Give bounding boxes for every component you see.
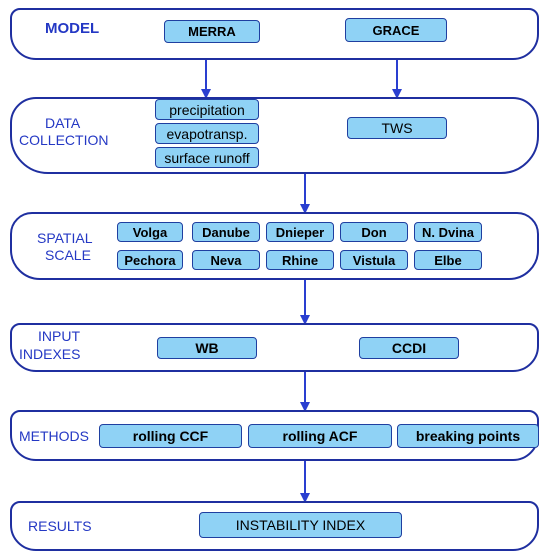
wb-box: WB: [157, 337, 257, 359]
grace-box: GRACE: [345, 18, 447, 42]
rolling-ccf-box: rolling CCF: [99, 424, 242, 448]
river-box-volga: Volga: [117, 222, 183, 242]
river-box-elbe: Elbe: [414, 250, 482, 270]
river-box-danube: Danube: [192, 222, 260, 242]
merra-box: MERRA: [164, 20, 260, 43]
model-label: MODEL: [45, 20, 100, 37]
spatial-scale-label-line1: SPATIAL: [37, 230, 93, 246]
results-label: RESULTS: [28, 518, 92, 534]
river-box-neva: Neva: [192, 250, 260, 270]
instability-index-box: INSTABILITY INDEX: [199, 512, 402, 538]
input-indexes-label-line2: INDEXES: [19, 346, 81, 362]
model-panel: [10, 8, 539, 60]
data-collection-panel: [10, 97, 539, 174]
surface-runoff-box: surface runoff: [155, 147, 259, 168]
river-box-n-dvina: N. Dvina: [414, 222, 482, 242]
precipitation-box: precipitation: [155, 99, 259, 120]
input-indexes-label-line1: INPUT: [38, 328, 80, 344]
spatial-scale-label-line2: SCALE: [45, 247, 91, 263]
ccdi-box: CCDI: [359, 337, 459, 359]
input-indexes-panel: [10, 323, 539, 372]
data-collection-label-line1: DATA: [45, 115, 81, 131]
evapotransp-box: evapotransp.: [155, 123, 259, 144]
river-box-dnieper: Dnieper: [266, 222, 334, 242]
data-collection-label-line2: COLLECTION: [19, 132, 109, 148]
breaking-points-box: breaking points: [397, 424, 539, 448]
river-box-rhine: Rhine: [266, 250, 334, 270]
methods-label: METHODS: [19, 428, 89, 444]
tws-box: TWS: [347, 117, 447, 139]
river-box-don: Don: [340, 222, 408, 242]
river-box-vistula: Vistula: [340, 250, 408, 270]
river-box-pechora: Pechora: [117, 250, 183, 270]
rolling-acf-box: rolling ACF: [248, 424, 392, 448]
